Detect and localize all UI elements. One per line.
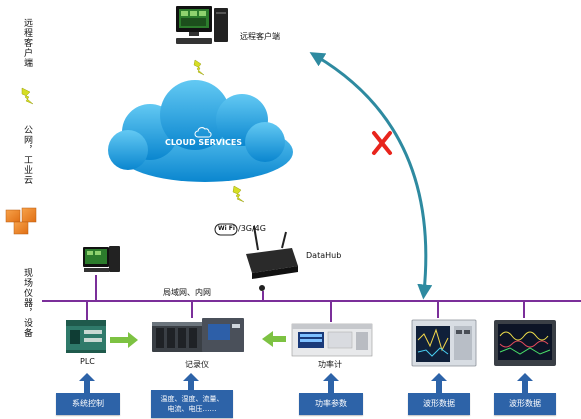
wifi-label: Wi Fi xyxy=(218,225,235,232)
blocked-cross-icon xyxy=(372,131,392,155)
up-arrow-recorder xyxy=(183,373,199,393)
power-params-label: 功率参数 xyxy=(315,399,347,408)
waveform-data-box-2: 波形数据 xyxy=(494,393,556,415)
local-pc-icon xyxy=(83,246,120,272)
data-arrows xyxy=(79,373,533,393)
network-bus xyxy=(42,275,581,322)
blocked-direct-connection-arrow xyxy=(309,52,433,300)
side-label-public-cloud: 公网，工业云 xyxy=(22,125,32,185)
left-lightning-icon xyxy=(21,87,34,105)
firewall-cubes-icon xyxy=(5,207,37,235)
system-control-box: 系统控制 xyxy=(56,393,120,415)
plc-device-icon xyxy=(66,320,106,353)
recorder-label: 记录仪 xyxy=(185,360,209,369)
wifi-badge-icon xyxy=(214,223,238,236)
up-arrow-wave2 xyxy=(517,373,533,393)
oscilloscope-2-icon xyxy=(494,320,556,366)
plc-label: PLC xyxy=(80,357,95,366)
lightning-icon-lower xyxy=(232,185,245,203)
recorder-params-box: 温度、湿度、流量、 电流、电压…… xyxy=(151,390,233,418)
cloud-services-label: CLOUD SERVICES xyxy=(165,138,243,147)
recorder-params-line1: 温度、湿度、流量、 xyxy=(160,395,224,403)
waveform-data-box-1: 波形数据 xyxy=(408,393,470,415)
side-label-field-devices: 现场仪器，设备 xyxy=(22,268,32,338)
side-label-remote-client: 远程客户端 xyxy=(22,18,32,68)
lan-label: 局域网、内网 xyxy=(163,288,211,297)
datahub-label: DataHub xyxy=(306,251,342,260)
green-arrow-powermeter-recorder xyxy=(262,331,286,347)
power-meter-icon xyxy=(291,323,373,357)
power-params-box: 功率参数 xyxy=(299,393,363,415)
remote-client-computer-icon xyxy=(176,6,228,44)
cloud-services-icon xyxy=(108,80,293,182)
remote-client-label: 远程客户端 xyxy=(240,32,280,41)
up-arrow-power xyxy=(323,373,339,393)
up-arrow-wave1 xyxy=(431,373,447,393)
system-control-label: 系统控制 xyxy=(72,399,104,408)
network-types-label: /3G/4G xyxy=(238,224,266,233)
datahub-router-icon xyxy=(246,225,298,291)
waveform-data-label-2: 波形数据 xyxy=(509,399,541,408)
green-arrow-plc-recorder xyxy=(110,332,138,348)
recorder-device-icon xyxy=(152,318,244,352)
recorder-params-line2: 电流、电压…… xyxy=(167,405,217,413)
oscilloscope-1-icon xyxy=(411,319,477,367)
waveform-data-label-1: 波形数据 xyxy=(423,399,455,408)
power-meter-label: 功率计 xyxy=(318,360,342,369)
up-arrow-plc xyxy=(79,373,95,393)
lightning-icon-upper xyxy=(193,59,205,76)
